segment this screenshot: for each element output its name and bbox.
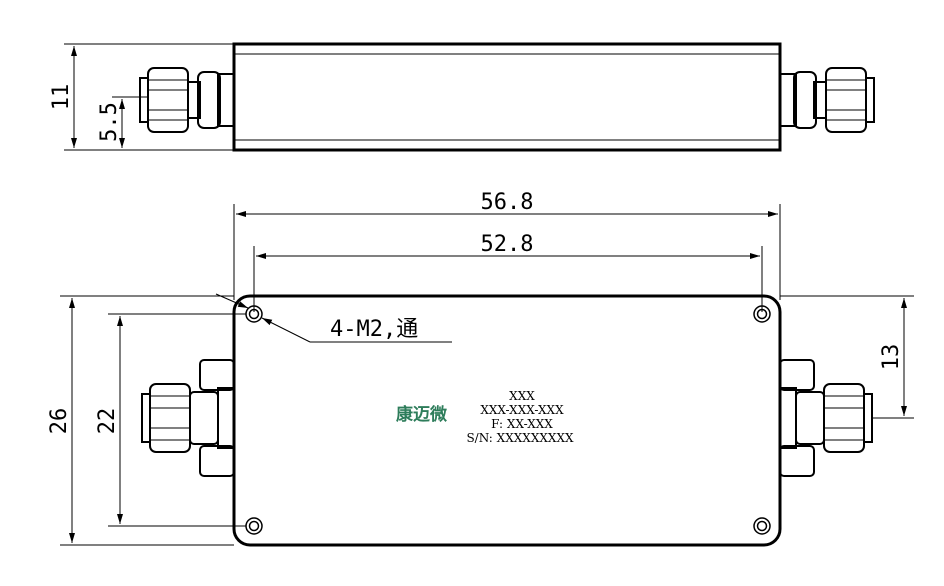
dimension-11 xyxy=(64,43,234,151)
dim-label-11: 11 xyxy=(49,84,74,111)
dim-label-52-8: 52.8 xyxy=(481,232,534,257)
dim-label-5-5: 5.5 xyxy=(97,102,122,142)
side-left-connector xyxy=(139,67,235,133)
dimension-26 xyxy=(60,295,234,546)
label-line-3: F: XX-XXX xyxy=(491,417,553,431)
side-view xyxy=(64,42,875,152)
side-view-body xyxy=(232,42,782,152)
dim-label-13: 13 xyxy=(879,344,904,371)
hole-callout-leader xyxy=(215,293,452,343)
side-right-connector xyxy=(779,67,875,133)
width-dimensions xyxy=(233,204,781,312)
mounting-hole xyxy=(753,305,771,323)
front-right-connector xyxy=(779,359,873,477)
dimension-22 xyxy=(108,313,246,527)
mounting-hole xyxy=(753,517,771,535)
mounting-hole xyxy=(245,517,263,535)
dimension-13 xyxy=(780,295,914,419)
dim-label-22: 22 xyxy=(95,408,120,435)
label-line-2: XXX-XXX-XXX xyxy=(480,403,564,417)
dimension-5-5 xyxy=(112,96,148,148)
label-line-1: XXX xyxy=(509,389,535,403)
dim-label-56-8: 56.8 xyxy=(481,190,534,215)
label-line-4: S/N: XXXXXXXXX xyxy=(466,431,574,445)
hole-callout-text: 4-M2,通 xyxy=(330,317,418,342)
dim-label-26: 26 xyxy=(47,408,72,435)
front-left-connector xyxy=(141,359,235,477)
brand-logo: 康迈微 xyxy=(396,404,448,425)
front-view xyxy=(60,293,914,547)
